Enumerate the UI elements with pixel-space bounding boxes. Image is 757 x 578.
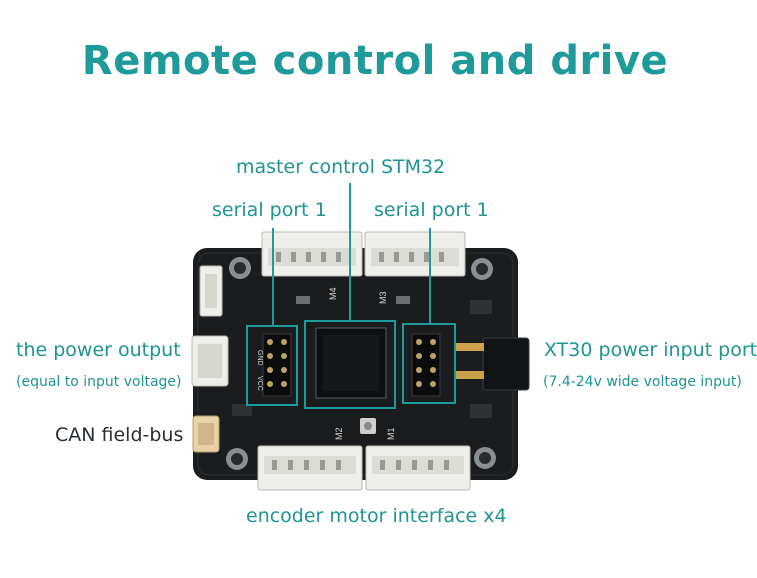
label-xt30-note: (7.4-24v wide voltage input) [543,374,742,390]
xt30-connector [456,337,530,391]
silk-m2: M2 [334,427,344,440]
can-bus-connector [192,415,220,453]
label-master-control: master control STM32 [236,156,446,178]
label-power-output-note: (equal to input voltage) [16,374,182,390]
label-serial-port-right: serial port 1 [374,199,489,221]
page-title: Remote control and drive [81,38,669,84]
serial-header-left [262,333,292,397]
small-connector-top-left [199,265,223,317]
motor-connector-m1 [365,445,471,491]
stm32-chip [315,327,387,399]
serial-header-right [411,333,441,397]
smd-component [396,296,410,304]
silk-m3: M3 [378,291,388,304]
silk-m1: M1 [386,427,396,440]
smd-component [470,404,492,418]
label-can-bus: CAN field-bus [55,424,184,446]
smd-component [470,300,492,314]
motor-connector-m4 [261,231,363,277]
smd-component [232,404,252,416]
silk-vcc: VCC [256,376,263,391]
silk-gnd: GND [256,350,263,366]
label-power-output: the power output [16,339,181,361]
power-output-connector [191,335,229,387]
label-encoder-interface: encoder motor interface x4 [246,505,507,527]
label-serial-port-left: serial port 1 [212,199,327,221]
silk-m4: M4 [328,287,338,300]
label-xt30: XT30 power input port [544,339,757,361]
motor-connector-m3 [364,231,466,277]
smd-component [296,296,310,304]
motor-connector-m2 [257,445,363,491]
